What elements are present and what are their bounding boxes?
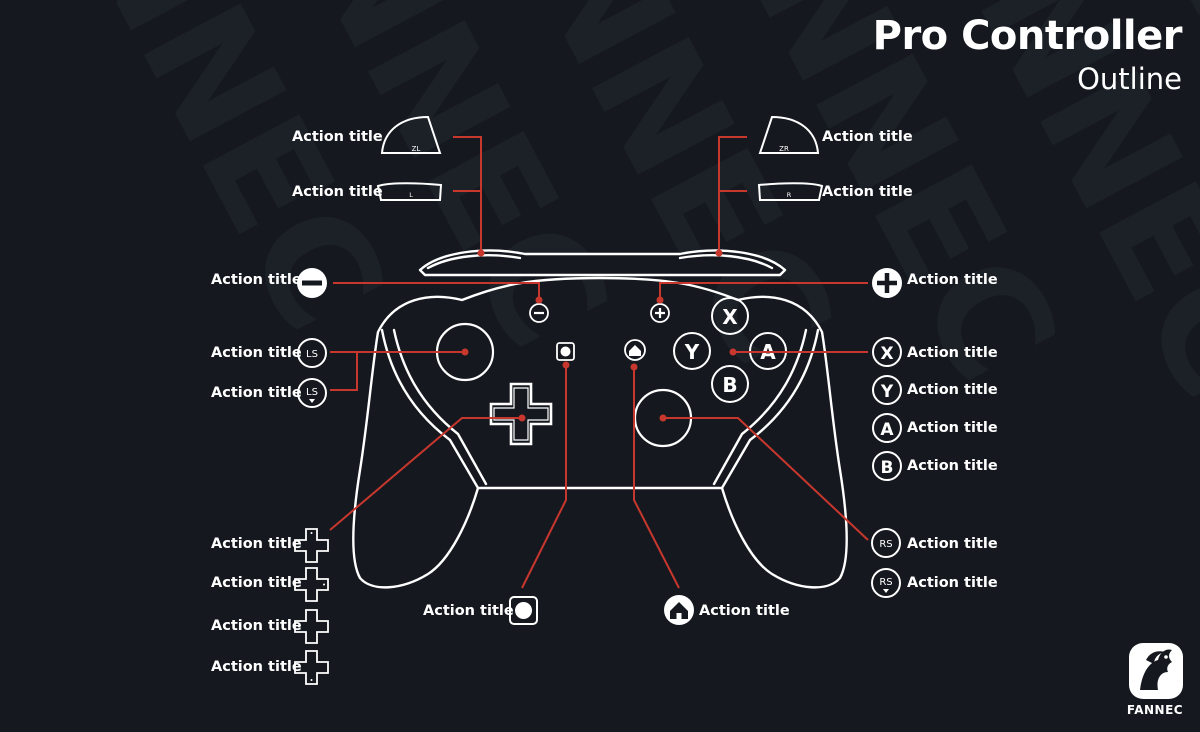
callout-label-minus: Action title	[211, 272, 302, 288]
callout-line-plus	[659, 282, 868, 300]
callout-dots	[461, 249, 737, 422]
capture-button	[556, 342, 575, 361]
face-buttons: X Y A B	[673, 297, 787, 403]
svg-text:R: R	[787, 191, 792, 199]
left-stick-press-icon: LS	[297, 378, 327, 408]
x-button-icon: X	[872, 337, 902, 367]
callout-label-capture: Action title	[423, 603, 514, 619]
right-stick-icon: RS	[871, 528, 901, 558]
r-bumper-icon: R	[757, 182, 824, 201]
b-button-icon: B	[872, 451, 902, 481]
callout-label-dpad-right: Action title	[211, 575, 302, 591]
left-stick-icon: LS	[297, 338, 327, 368]
svg-text:A: A	[880, 420, 894, 440]
dpad-left-icon	[294, 609, 329, 644]
callout-label-zl: Action title	[292, 129, 383, 145]
callout-label-dpad-up: Action title	[211, 536, 302, 552]
brand-name: FANNEC	[1126, 703, 1184, 717]
svg-text:LS: LS	[306, 349, 318, 360]
svg-text:RS: RS	[879, 577, 892, 588]
callout-label-ls-press: Action title	[211, 385, 302, 401]
fannec-logo-icon	[1129, 643, 1183, 699]
capture-button-icon	[509, 596, 538, 625]
controller-components	[435, 303, 693, 448]
callout-line-right-shoulder	[718, 136, 747, 253]
callout-label-l: Action title	[292, 184, 383, 200]
b-button-label: B	[722, 373, 737, 397]
page-title: Pro Controller	[872, 13, 1183, 59]
callout-line-capture	[521, 365, 567, 589]
plus-button	[650, 303, 670, 323]
svg-text:ZL: ZL	[412, 145, 421, 153]
svg-text:RS: RS	[879, 539, 892, 550]
y-button-icon: Y	[872, 375, 902, 405]
svg-text:B: B	[881, 458, 894, 478]
home-button	[624, 339, 646, 361]
callout-label-rs-press: Action title	[907, 575, 998, 591]
a-button-icon: A	[872, 413, 902, 443]
callout-label-rs: Action title	[907, 536, 998, 552]
callout-label-plus: Action title	[907, 272, 998, 288]
plus-button-icon	[872, 268, 902, 298]
x-button-label: X	[722, 305, 738, 329]
svg-text:L: L	[409, 191, 413, 199]
dpad-up-icon	[294, 528, 329, 563]
svg-text:LS: LS	[306, 387, 318, 398]
svg-text:X: X	[880, 344, 893, 364]
title-block: Pro Controller Outline	[872, 12, 1183, 96]
callout-line-right-stick	[663, 417, 869, 541]
minus-button-icon	[297, 268, 327, 298]
dpad-right-icon	[294, 567, 329, 602]
b-button	[711, 365, 749, 403]
callout-label-b: Action title	[907, 458, 998, 474]
callout-line-home	[633, 367, 680, 589]
callout-label-dpad-left: Action title	[211, 618, 302, 634]
callout-label-dpad-down: Action title	[211, 659, 302, 675]
x-button	[711, 297, 749, 335]
minus-button	[529, 303, 549, 323]
dpad-down-icon	[294, 650, 329, 685]
y-button	[673, 332, 711, 370]
l-bumper-icon: L	[376, 182, 443, 201]
callout-lines	[329, 136, 869, 589]
y-button-label: Y	[684, 340, 700, 364]
zr-trigger-icon: ZR	[758, 115, 820, 154]
callout-label-a: Action title	[907, 420, 998, 436]
callout-label-home: Action title	[699, 603, 790, 619]
zl-trigger-icon: ZL	[380, 115, 442, 154]
callout-label-r: Action title	[822, 184, 913, 200]
callout-line-left-shoulder	[453, 136, 482, 253]
svg-text:Y: Y	[880, 382, 894, 402]
home-button-icon	[664, 595, 694, 625]
svg-text:ZR: ZR	[779, 145, 789, 153]
callout-label-ls: Action title	[211, 345, 302, 361]
callout-label-y: Action title	[907, 382, 998, 398]
controller-outline	[352, 249, 848, 589]
callout-label-x: Action title	[907, 345, 998, 361]
page-subtitle: Outline	[1077, 62, 1182, 96]
dpad	[489, 382, 553, 446]
callout-line-minus	[333, 282, 540, 300]
callout-label-zr: Action title	[822, 129, 913, 145]
right-stick-press-icon: RS	[871, 568, 901, 598]
callout-line-dpad	[329, 417, 522, 531]
callout-line-left-stick	[330, 351, 465, 391]
